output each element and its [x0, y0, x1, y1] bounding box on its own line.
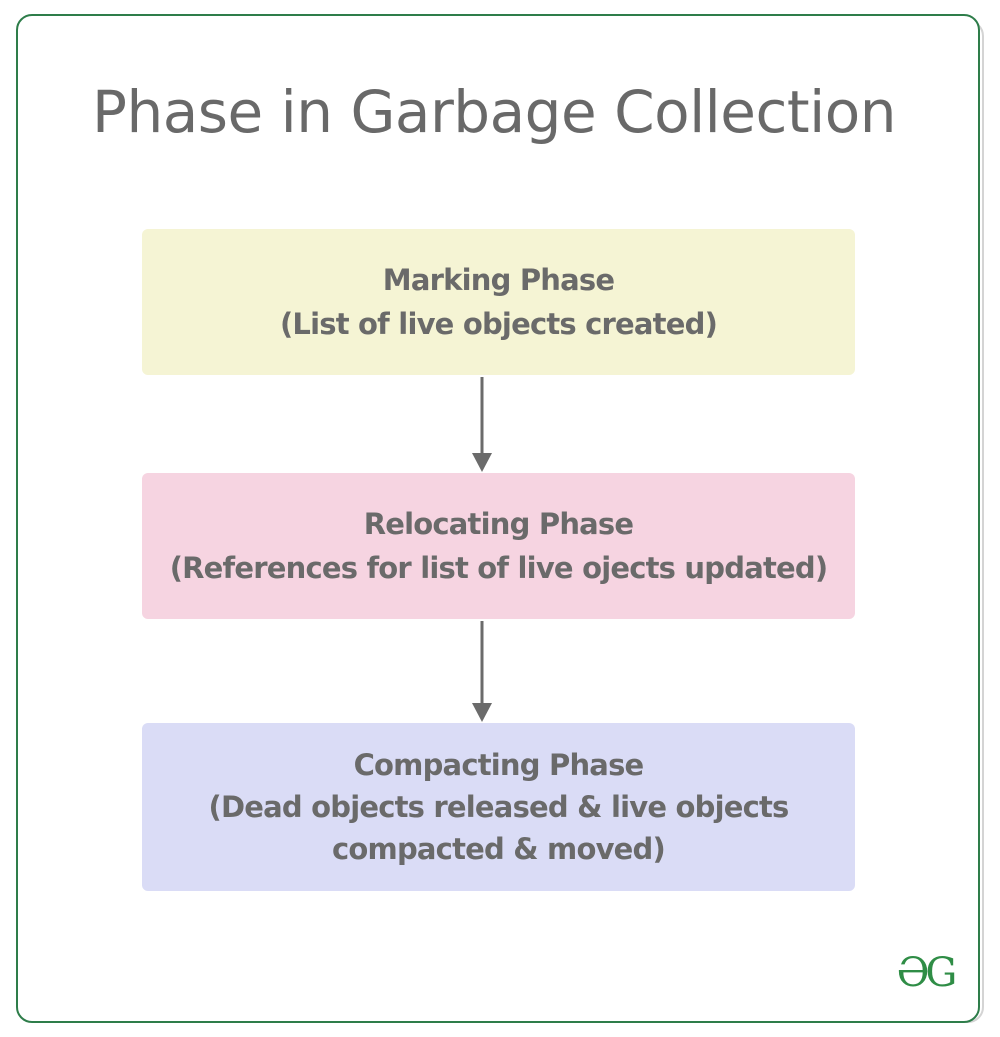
marking-phase-box: Marking Phase (List of live objects crea… [142, 229, 855, 375]
geeksforgeeks-logo: ƏG [896, 950, 958, 996]
arrow-marking-to-relocating [472, 377, 492, 472]
compacting-phase-box: Compacting Phase (Dead objects released … [142, 723, 855, 891]
marking-phase-description: (List of live objects created) [279, 307, 718, 341]
compacting-phase-description-line-2: compacted & moved) [332, 832, 666, 866]
marking-phase-label: Marking Phase [382, 263, 615, 297]
relocating-phase-box: Relocating Phase (References for list of… [142, 473, 855, 619]
relocating-phase-label: Relocating Phase [363, 507, 634, 541]
compacting-phase-label: Compacting Phase [353, 748, 645, 782]
arrow-relocating-to-compacting [472, 621, 492, 722]
compacting-phase-description-line-1: (Dead objects released & live objects [208, 790, 790, 824]
diagram-title: Phase in Garbage Collection [92, 78, 896, 146]
relocating-phase-description: (References for list of live ojects upda… [169, 551, 828, 585]
